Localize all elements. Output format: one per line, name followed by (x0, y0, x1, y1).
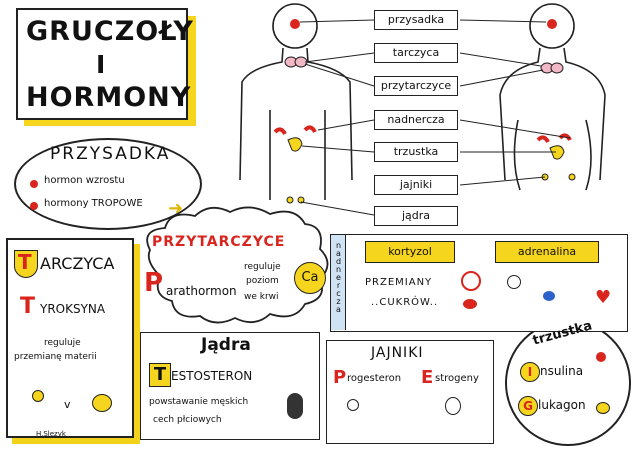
testosteron-rest: ESTOSTERON (171, 369, 253, 383)
jadra-desc-1: powstawanie męskich (149, 397, 249, 407)
label-jadra: jądra (374, 206, 458, 226)
connector-lines (299, 19, 571, 216)
nadnercza-panel: nadnercza kortyzol adrenalina PRZEMIANY … (330, 234, 628, 332)
kortyzol-badge: kortyzol (365, 241, 455, 263)
label-przysadka: przysadka (374, 10, 458, 30)
progesteron-cap: P (333, 367, 347, 388)
calcium-badge: Ca (294, 262, 326, 294)
jadra-panel: Jądra T ESTOSTERON powstawanie męskich c… (140, 332, 320, 440)
pituitary-female-icon (547, 19, 557, 29)
label-jajniki: jajniki (374, 175, 458, 195)
label-przytarczyce: przytarczyce (374, 76, 458, 96)
tarczyca-title-cap: T (18, 250, 32, 274)
label-nadnercza: nadnercza (374, 110, 458, 130)
tarczyca-desc-2: przemianę materii (14, 352, 97, 362)
testis-left-icon (286, 196, 294, 204)
heart-icon: ♥ (595, 287, 612, 308)
estrogeny-cap: E (421, 367, 434, 388)
przytarczyce-desc-2: poziom (246, 276, 279, 286)
parathormon-rest: arathormon (166, 284, 237, 298)
przytarczyce-desc-3: we krwi (244, 292, 279, 302)
przysadka-title: PRZYSADKA (50, 144, 171, 164)
adrenalina-badge: adrenalina (495, 241, 599, 263)
przysadka-bullet-1-icon (30, 180, 38, 188)
insulina-rest: nsulina (540, 364, 584, 378)
insulina-cap-letter: I (527, 365, 533, 379)
przytarczyce-title: PRZYTARCZYCE (152, 234, 286, 250)
pancreas-male-icon (287, 137, 303, 152)
fat-person-icon (92, 394, 112, 412)
ovary-right-icon (568, 173, 576, 181)
estrogeny-rest: strogeny (435, 373, 479, 384)
pituitary-male-icon (290, 19, 300, 29)
stick-figure-icon (507, 275, 521, 289)
przysadka-item-1: hormon wzrostu (44, 175, 125, 186)
title-line-2: I (96, 50, 106, 79)
przysadka-bullet-2-icon (30, 202, 38, 210)
calcium-label: Ca (301, 270, 319, 285)
adrenal-female-icon (536, 133, 572, 143)
title-line-3: HORMONY (26, 82, 192, 113)
przytarczyce-desc-1: reguluje (244, 262, 281, 272)
testosteron-cap-letter: T (153, 364, 167, 385)
parathormon-cap: P (144, 268, 164, 298)
cukrow-text: ..CUKRÓW.. (371, 297, 439, 308)
thyroid-female-icon (540, 62, 564, 74)
adrenalina-label: adrenalina (517, 245, 577, 258)
glukagon-cap: G (518, 396, 538, 416)
thin-person-icon (32, 390, 44, 402)
tyroksyna-rest: YROKSYNA (40, 302, 106, 316)
lollipop-icon (596, 352, 606, 362)
male-figure-icon (239, 3, 353, 200)
glukagon-cap-letter: G (523, 399, 533, 413)
przysadka-panel: PRZYSADKA hormon wzrostu hormony TROPOWE… (14, 138, 202, 230)
wrapped-candy-icon (463, 299, 477, 309)
arrow-right-icon: ➜ (168, 198, 184, 219)
title-line-1: GRUCZOŁY (26, 16, 194, 47)
jajniki-title: JAJNIKI (371, 345, 424, 361)
jajniki-panel: JAJNIKI P rogesteron E strogeny (326, 340, 494, 444)
woman-figure-icon (445, 397, 461, 415)
przysadka-item-2: hormony TROPOWE (44, 198, 143, 209)
shield-icon (14, 250, 38, 278)
tarczyca-title-rest: ARCZYCA (40, 254, 115, 273)
glukagon-rest: lukagon (538, 398, 586, 412)
pancreas-female-icon (549, 145, 565, 160)
adrenal-male-icon (273, 125, 317, 135)
tyroksyna-cap: T (20, 294, 36, 319)
tarczyca-desc-1: reguluje (44, 338, 81, 348)
signature: H.Slezyk (36, 430, 66, 438)
testosteron-cap: T (149, 363, 171, 387)
progesteron-rest: rogesteron (347, 373, 402, 384)
female-figure-icon (499, 3, 606, 191)
tarczyca-panel: T ARCZYCA T YROKSYNA reguluje przemianę … (6, 238, 134, 438)
label-trzustka: trzustka (374, 142, 458, 162)
jadra-desc-2: cech płciowych (153, 415, 222, 425)
nadnercza-side-strip (331, 235, 346, 330)
przemiany-text: PRZEMIANY (365, 277, 433, 288)
spider-icon (543, 291, 555, 301)
candy-yellow-icon (596, 402, 610, 414)
kortyzol-label: kortyzol (388, 245, 432, 258)
bearded-man-icon (287, 393, 303, 419)
insulina-cap: I (520, 362, 540, 382)
testis-right-icon (297, 196, 305, 204)
pregnant-figure-icon (347, 399, 359, 411)
jadra-title: Jądra (201, 335, 251, 355)
title-box: GRUCZOŁY I HORMONY (16, 8, 193, 120)
label-tarczyca: tarczyca (374, 43, 458, 63)
thyroid-male-icon (284, 56, 308, 68)
nadnercza-side-label: nadnercza (334, 241, 343, 313)
tarczyca-vs: v (64, 398, 71, 411)
candy-icon (461, 271, 481, 291)
